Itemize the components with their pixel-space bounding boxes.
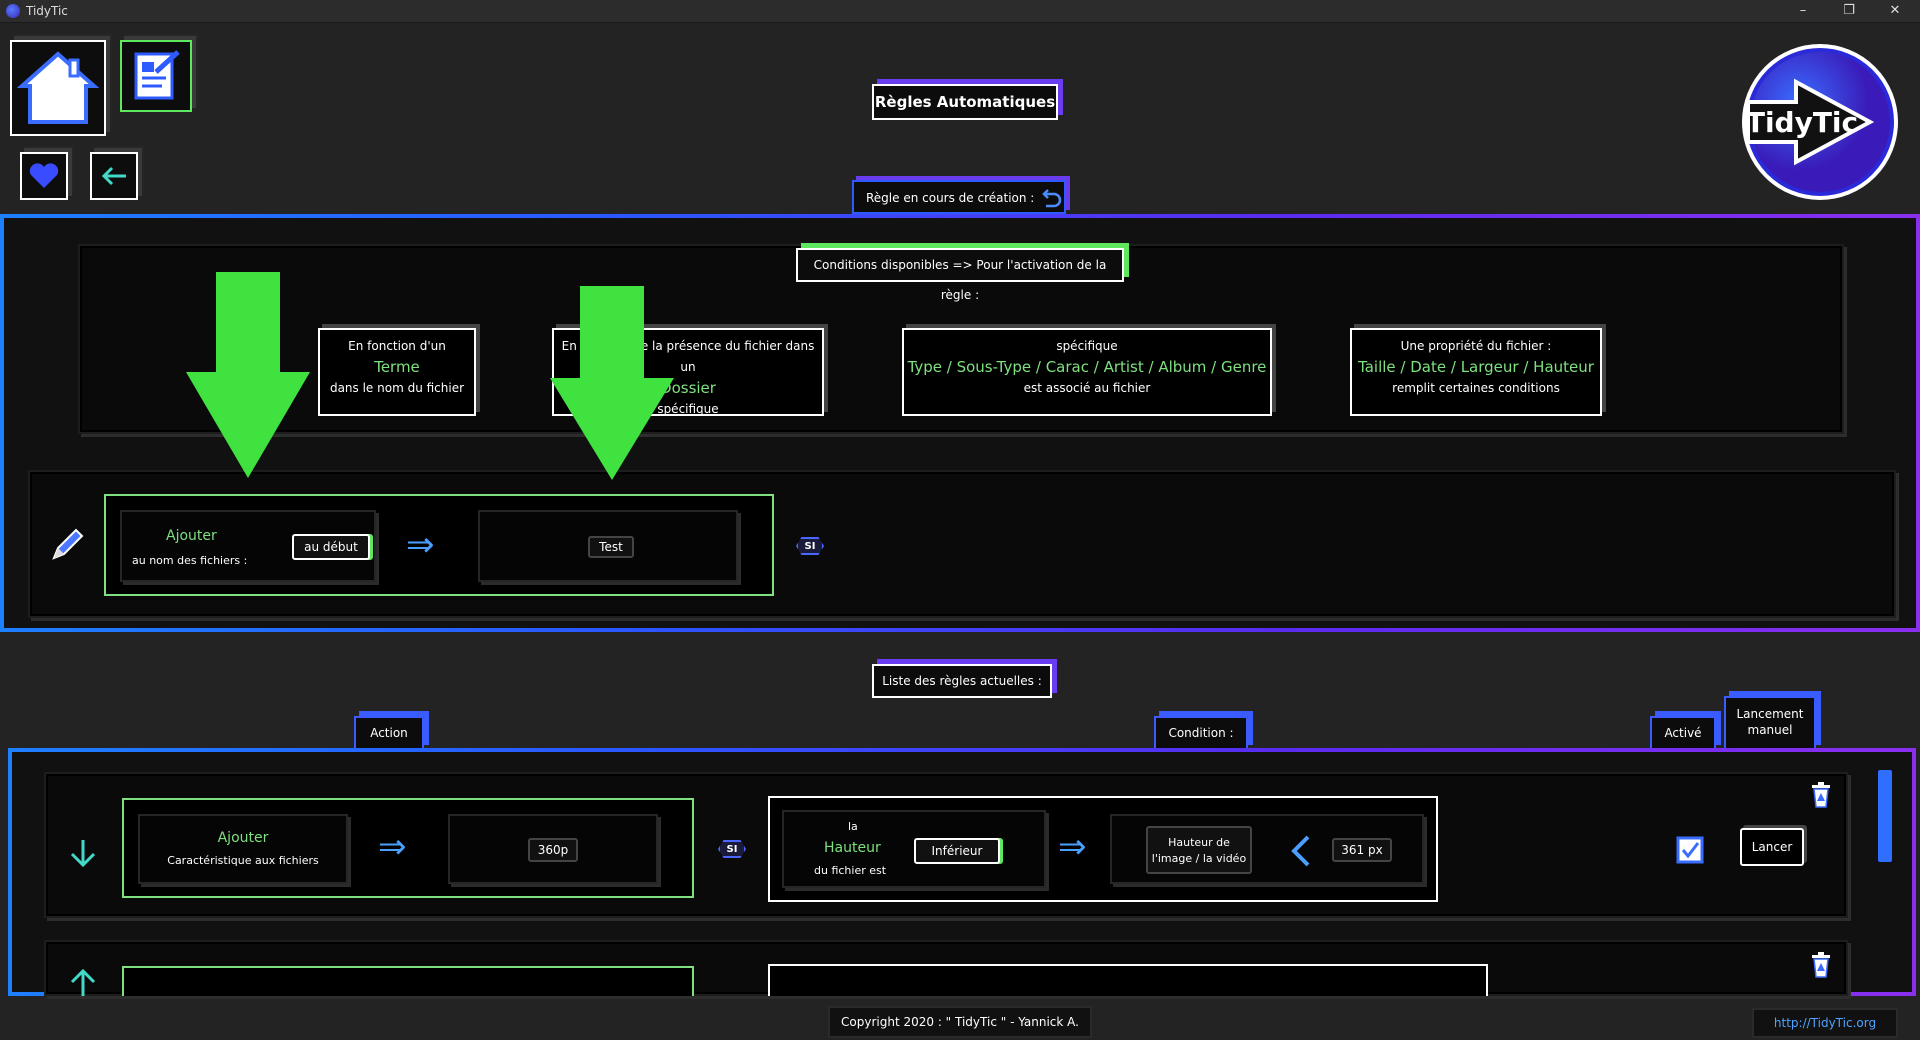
condition-type-line1: spécifique	[1056, 339, 1118, 353]
scrollbar-thumb[interactable]	[1878, 770, 1892, 862]
heart-icon	[29, 163, 59, 188]
rule-condition-line3: du fichier est	[814, 864, 887, 877]
rule-condition-highlight: Hauteur	[824, 840, 881, 856]
condition-type-highlight: Type / Sous-Type / Carac / Artist / Albu…	[907, 358, 1267, 376]
condition-term-line3: dans le nom du fichier	[329, 381, 465, 395]
window-title: TidyTic	[26, 4, 68, 18]
document-edit-icon	[134, 50, 180, 100]
rule-condition-cell: la Hauteur du fichier est Inférieur	[782, 810, 1046, 888]
condition-type-line3: est associé au fichier	[1023, 381, 1151, 395]
column-header-manual-line2: manuel	[1747, 723, 1793, 737]
rule-action-sub: Caractéristique aux fichiers	[167, 854, 319, 867]
rules-list-title: Liste des règles actuelles :	[872, 664, 1052, 698]
si-badge: SI	[796, 537, 824, 555]
website-link[interactable]: http://TidyTic.org	[1752, 1008, 1898, 1038]
builder-action-sub: au nom des fichiers :	[132, 554, 248, 567]
builder-value-input[interactable]: Test	[588, 536, 634, 558]
green-arrow-down-icon	[186, 272, 310, 478]
title-bar: TidyTic – ❐ ✕	[0, 0, 1920, 23]
creating-rule-text: Règle en cours de création :	[866, 191, 1035, 205]
condition-property-line1: Une propriété du fichier :	[1400, 339, 1552, 353]
condition-type[interactable]: spécifique Type / Sous-Type / Carac / Ar…	[902, 328, 1272, 416]
favorites-button[interactable]	[20, 152, 68, 200]
pencil-icon[interactable]	[48, 524, 88, 564]
property-box: Hauteur de l'image / la vidéo	[1146, 826, 1252, 874]
back-button[interactable]	[90, 152, 138, 200]
logo-text: TidyTic	[1746, 106, 1858, 139]
property-line2: l'image / la vidéo	[1151, 852, 1247, 865]
condition-property[interactable]: Une propriété du fichier : Taille / Date…	[1350, 328, 1602, 416]
creating-rule-label: Règle en cours de création :	[852, 180, 1066, 214]
threshold-value: 361 px	[1332, 838, 1392, 862]
rule-value-cell: 360p	[448, 814, 658, 884]
checkbox-checked-icon[interactable]	[1676, 836, 1704, 864]
tidytic-logo: TidyTic	[1742, 44, 1898, 200]
trash-icon[interactable]	[1810, 782, 1832, 808]
rule-action-cell: Ajouter Caractéristique aux fichiers	[138, 814, 348, 884]
copyright-text: Copyright 2020 : " TidyTic " - Yannick A…	[828, 1006, 1092, 1038]
arrow-right-icon: ⇒	[378, 827, 407, 867]
rule-condition-box	[768, 964, 1488, 996]
arrow-right-icon: ⇒	[406, 525, 435, 565]
condition-term-line1: En fonction d'un	[348, 339, 446, 353]
move-down-icon[interactable]	[66, 836, 100, 870]
condition-term[interactable]: En fonction d'un Terme dans le nom du fi…	[318, 328, 476, 416]
builder-action-cell: Ajouter au nom des fichiers : au début	[120, 510, 376, 582]
condition-property-line3: remplit certaines conditions	[1392, 381, 1560, 395]
arrow-left-icon	[101, 166, 126, 186]
condition-term-highlight: Terme	[374, 358, 420, 376]
page-title: Règles Automatiques	[872, 84, 1058, 120]
position-select[interactable]: au début	[292, 534, 370, 560]
rule-condition-line1: la	[848, 820, 858, 833]
operator-select[interactable]: Inférieur	[914, 838, 1000, 864]
condition-folder-line3: spécifique	[657, 402, 719, 416]
trash-icon[interactable]	[1810, 952, 1832, 978]
arrow-right-icon: ⇒	[1058, 827, 1087, 867]
restore-button[interactable]: ❐	[1843, 3, 1855, 18]
conditions-title: Conditions disponibles => Pour l'activat…	[796, 248, 1124, 302]
undo-icon[interactable]	[1038, 188, 1062, 210]
rule-action-box	[122, 966, 694, 996]
rule-value: 360p	[528, 838, 578, 862]
builder-action-title: Ajouter	[166, 528, 217, 544]
column-header-manual-line1: Lancement	[1736, 707, 1804, 721]
less-than-icon	[1291, 835, 1310, 867]
edit-rules-button[interactable]	[120, 40, 192, 112]
minimize-button[interactable]: –	[1799, 3, 1807, 18]
condition-folder-highlight: Dossier	[660, 379, 716, 397]
green-arrow-down-icon	[550, 286, 674, 480]
property-line1: Hauteur de	[1168, 836, 1230, 849]
close-button[interactable]: ✕	[1889, 3, 1901, 18]
column-header-condition: Condition :	[1154, 716, 1248, 750]
move-up-icon[interactable]	[66, 966, 100, 996]
column-header-active: Activé	[1650, 716, 1716, 750]
home-button[interactable]	[10, 40, 106, 136]
column-header-action: Action	[354, 716, 424, 750]
home-icon	[16, 51, 100, 124]
app-icon	[6, 4, 20, 18]
column-header-manual: Lancement manuel	[1724, 696, 1816, 750]
condition-property-highlight: Taille / Date / Largeur / Hauteur	[1358, 358, 1594, 376]
rule-threshold-cell: Hauteur de l'image / la vidéo 361 px	[1110, 814, 1424, 884]
rule-action-title: Ajouter	[217, 830, 269, 846]
builder-value-cell: Test	[478, 510, 738, 582]
si-badge: SI	[718, 840, 746, 858]
launch-button[interactable]: Lancer	[1740, 828, 1804, 866]
